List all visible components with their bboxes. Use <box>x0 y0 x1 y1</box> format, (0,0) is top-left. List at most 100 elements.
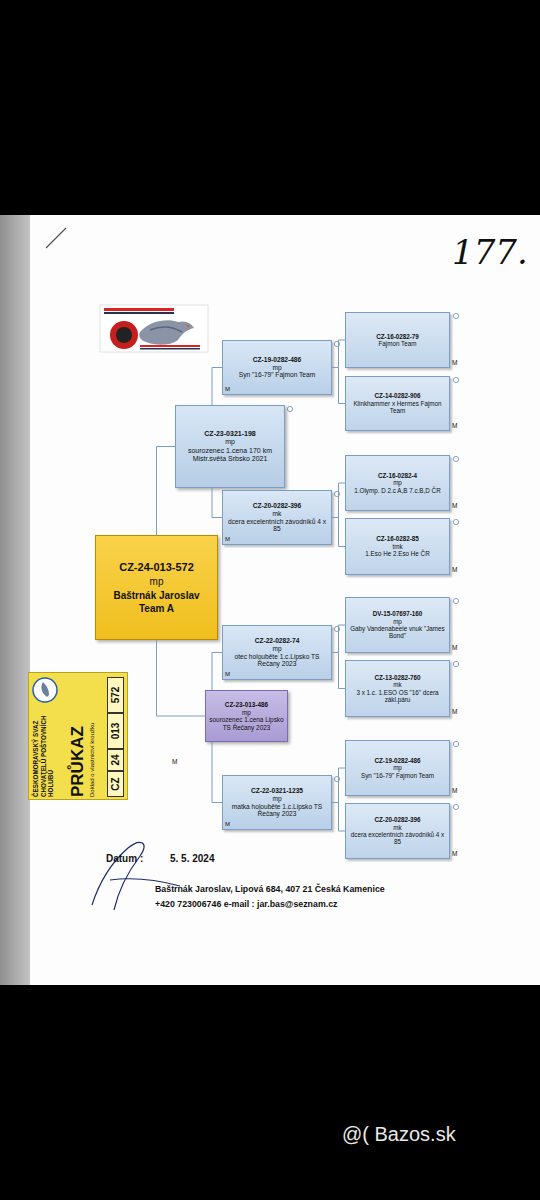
marker-letter: M <box>452 850 457 858</box>
pigeon-note: 1.Eso He 2.Eso He ČR <box>365 550 429 557</box>
pedigree-connector <box>212 488 222 518</box>
pedigree-connector <box>332 625 345 653</box>
pigeon-note: dcera excelentních závodníků 4 x 85 <box>226 518 328 534</box>
pigeon-note: mp <box>393 479 402 486</box>
pedigree-connector <box>157 640 206 716</box>
marker-letter: M <box>172 758 177 766</box>
pedigree-connector <box>332 803 345 832</box>
sire-box: CZ-23-0321-198mpsourozenec 1.cena 170 km… <box>175 405 285 488</box>
marker-letter: M <box>225 671 230 678</box>
marker-letter: M <box>452 502 457 510</box>
pigeon-note: mk <box>393 681 401 688</box>
pigeon-note: Baštrnák Jaroslav Team A <box>100 589 213 615</box>
pigeon-note: Gaby Vandenabeele vnuk "James Bond" <box>349 625 446 640</box>
scanner-edge <box>0 215 30 985</box>
pigeon-note: sourozenec 1.cena 170 km Mistr.světa Srb… <box>180 447 280 464</box>
pigeon-note: tmk <box>392 543 402 550</box>
pigeon-note: mp <box>242 709 251 717</box>
ring-number: CZ-22-0321-1235 <box>251 787 303 795</box>
pigeon-note: mp <box>393 764 402 771</box>
marker-letter: M <box>452 422 457 430</box>
ring-number: CZ-16-0282-79 <box>376 333 419 340</box>
pigeon-note: Fajmon Team <box>378 340 416 347</box>
ring-number: CZ-20-0282-396 <box>253 502 301 510</box>
pedigree-connector <box>212 653 222 691</box>
date-value: 5. 5. 2024 <box>170 853 214 865</box>
ring-number: DV-15-07697-160 <box>373 610 423 617</box>
pigeon-note: otec holouběte 1.c.Lipsko TS Řečany 2023 <box>226 653 328 669</box>
pigeon-note: mk <box>273 510 282 518</box>
marker-letter: M <box>452 566 457 574</box>
club-logo <box>100 305 208 352</box>
great-grandparent-box: CZ-14-0282-906Klinkhammer x Hermes Fajmo… <box>345 376 450 431</box>
card-text: PRŮKAZ <box>69 726 87 797</box>
ring-number: CZ-20-0282-396 <box>374 816 420 823</box>
pigeon-note: mp <box>150 575 164 589</box>
ring-digits: 572 <box>107 677 124 713</box>
ring-number: CZ-19-0282-486 <box>374 757 420 764</box>
pigeon-note: mk <box>393 824 401 831</box>
pigeon-note: Klinkhammer x Hermes Fajmon Team <box>349 400 446 415</box>
pencil-mark <box>46 228 66 248</box>
page-number: 177. <box>452 232 528 273</box>
pedigree-connector <box>332 653 345 689</box>
pigeon-note: 3 x 1.c. 1.ESO OS "16" dcera zákl.páru <box>349 689 446 704</box>
pedigree-connector <box>212 368 222 406</box>
watermark: @( Bazos.sk <box>342 1122 456 1146</box>
subject-pigeon-box: CZ-24-013-572mpBaštrnák Jaroslav Team A <box>95 535 218 640</box>
pigeon-note: mp <box>272 645 281 653</box>
card-text: ČESKOMORAVSKÝ SVAZ CHOVATELŮ POŠTOVNÍCH … <box>32 705 55 797</box>
card-text: Doklad o vlastnictví kroužku <box>89 717 96 797</box>
great-grandparent-box: CZ-16-0282-79Fajmon Team <box>345 312 450 368</box>
pigeon-note: mp <box>225 438 235 446</box>
owner-contact: +420 723006746 e-mail : jar.bas@seznam.c… <box>155 899 337 910</box>
marker-letter: M <box>225 821 230 828</box>
ring-digits: 013 <box>107 713 124 749</box>
pedigree-connector <box>332 340 345 368</box>
pedigree-connector <box>332 518 345 547</box>
pigeon-note: sourozenec 1.cena Lipsko TS Řečany 2023 <box>209 716 284 731</box>
date-caption: Datum : <box>106 853 143 865</box>
ring-number: CZ-22-0282-74 <box>255 637 300 645</box>
club-seal <box>32 677 58 703</box>
pigeon-note: Syn "16-79" Fajmon Team <box>361 772 434 779</box>
great-grandparent-box: CZ-16-0282-4mp1.Olymp. D 2.c A,B 7.c.B,D… <box>345 455 450 511</box>
marker-letter: M <box>452 359 457 367</box>
owner-address: Baštrnák Jaroslav, Lipová 684, 407 21 Če… <box>155 884 385 895</box>
pedigree-connector <box>157 447 176 536</box>
great-grandparent-box: CZ-20-0282-396mkdcera excelentních závod… <box>345 803 450 859</box>
marker-letter: M <box>452 708 457 716</box>
ring-digits: CZ <box>107 771 124 797</box>
great-grandparent-box: CZ-19-0282-486mpSyn "16-79" Fajmon Team <box>345 740 450 796</box>
ring-number: CZ-14-0282-906 <box>374 392 420 399</box>
ring-number: CZ-16-0282-85 <box>376 535 419 542</box>
grandparent-box: CZ-19-0282-486mpSyn "16-79" Fajmon Team <box>222 340 332 395</box>
great-grandparent-box: CZ-16-0282-85tmk1.Eso He 2.Eso He ČR <box>345 518 450 575</box>
pedigree-connector <box>332 768 345 803</box>
ring-certificate-card: ČESKOMORAVSKÝ SVAZ CHOVATELŮ POŠTOVNÍCH … <box>28 672 128 800</box>
great-grandparent-box: DV-15-07697-160mpGaby Vandenabeele vnuk … <box>345 597 450 653</box>
grandparent-box: CZ-22-0282-74mpotec holouběte 1.c.Lipsko… <box>222 625 332 680</box>
ring-number: CZ-24-013-572 <box>119 560 194 575</box>
pedigree-connector <box>332 483 345 518</box>
marker-letter: M <box>452 787 457 795</box>
card-face: ČESKOMORAVSKÝ SVAZ CHOVATELŮ POŠTOVNÍCH … <box>29 673 129 801</box>
grandparent-box: CZ-22-0321-1235mpmatka holouběte 1.c.Lip… <box>222 775 332 830</box>
ring-number: CZ-19-0282-486 <box>253 356 301 364</box>
pigeon-note: 1.Olymp. D 2.c A,B 7.c.B,D ČR <box>354 487 440 494</box>
ring-number: CZ-16-0282-4 <box>378 472 417 479</box>
ring-number: CZ-13-0282-760 <box>374 674 420 681</box>
marker-letter: M <box>452 644 457 652</box>
pigeon-note: matka holouběte 1.c.Lipsko TS Řečany 202… <box>226 803 328 819</box>
pigeon-note: Syn "16-79" Fajmon Team <box>239 371 315 379</box>
pigeon-note: mp <box>272 364 281 372</box>
grandparent-box: CZ-20-0282-396mkdcera excelentních závod… <box>222 490 332 545</box>
pigeon-note: mp <box>272 795 281 803</box>
marker-letter: M <box>225 536 230 543</box>
pigeon-note: dcera excelentních závodníků 4 x 85 <box>349 831 446 846</box>
dam-box: CZ-23-013-486mpsourozenec 1.cena Lipsko … <box>205 690 288 742</box>
pedigree-connector <box>212 742 222 803</box>
pedigree-connector <box>332 368 345 404</box>
